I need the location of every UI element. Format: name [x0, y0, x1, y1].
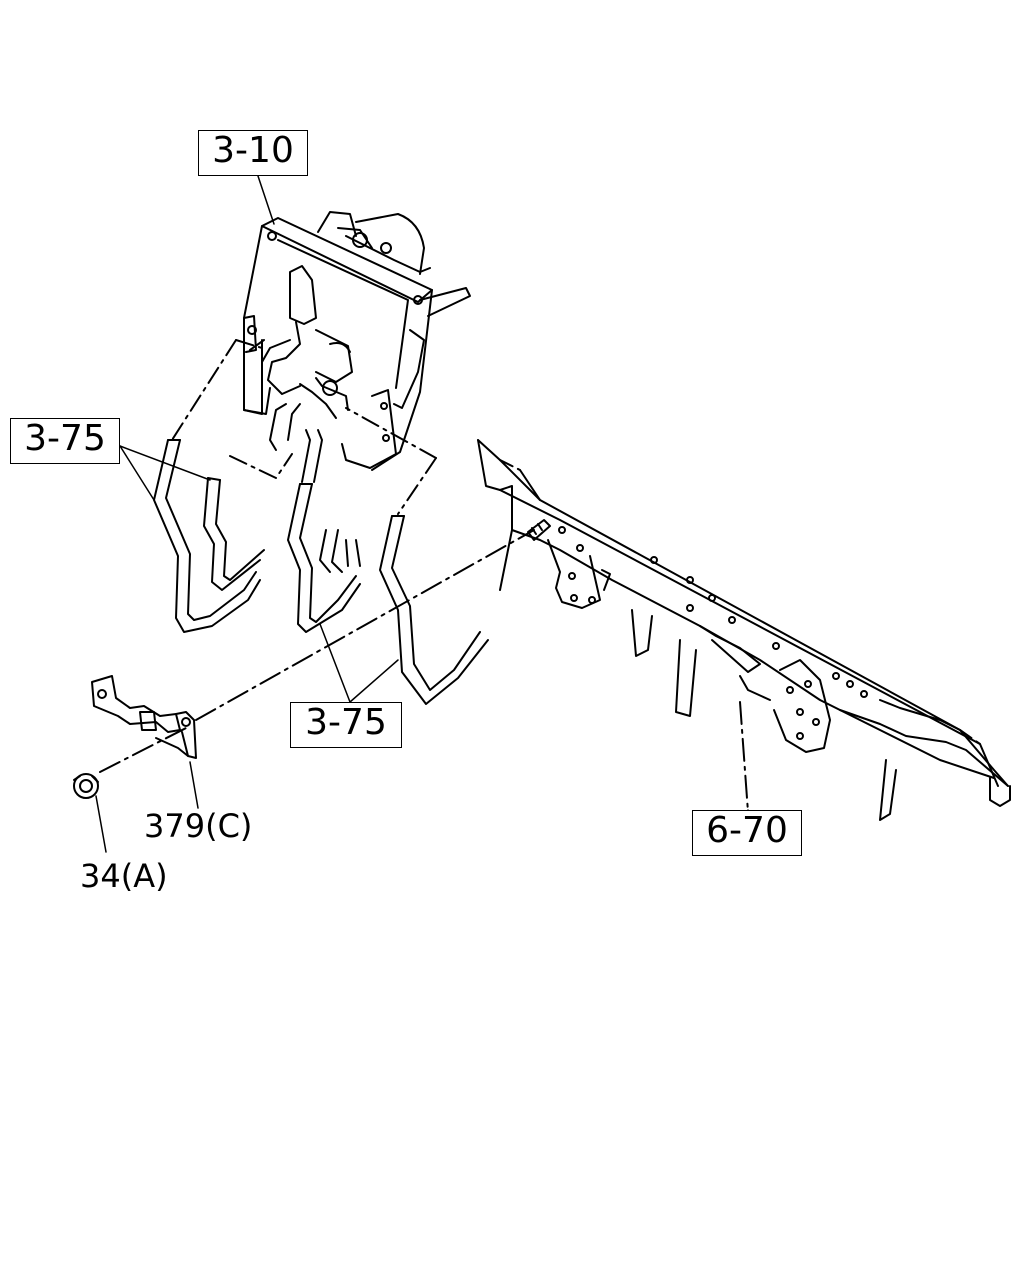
callout-box-3-10: 3-10 — [198, 130, 308, 176]
callout-label-3-75-left: 3-75 — [24, 418, 106, 459]
heater-hoses-drawing — [153, 339, 489, 705]
leader-lines — [95, 175, 749, 853]
fastener-alignment-lines — [99, 529, 749, 813]
callout-box-6-70: 6-70 — [692, 810, 802, 856]
part-label-34: 34(A) — [80, 857, 168, 895]
heater-valve-assembly-drawing — [243, 211, 471, 483]
callout-box-3-75-bottom: 3-75 — [290, 702, 402, 748]
bracket-and-nut-drawing — [73, 675, 197, 799]
crossmember-drawing — [477, 439, 1011, 821]
callout-label-3-10: 3-10 — [212, 130, 294, 171]
callout-label-6-70: 6-70 — [706, 810, 788, 851]
callout-box-3-75-left: 3-75 — [10, 418, 120, 464]
part-label-379: 379(C) — [144, 807, 253, 845]
callout-label-3-75-bottom: 3-75 — [305, 702, 387, 743]
